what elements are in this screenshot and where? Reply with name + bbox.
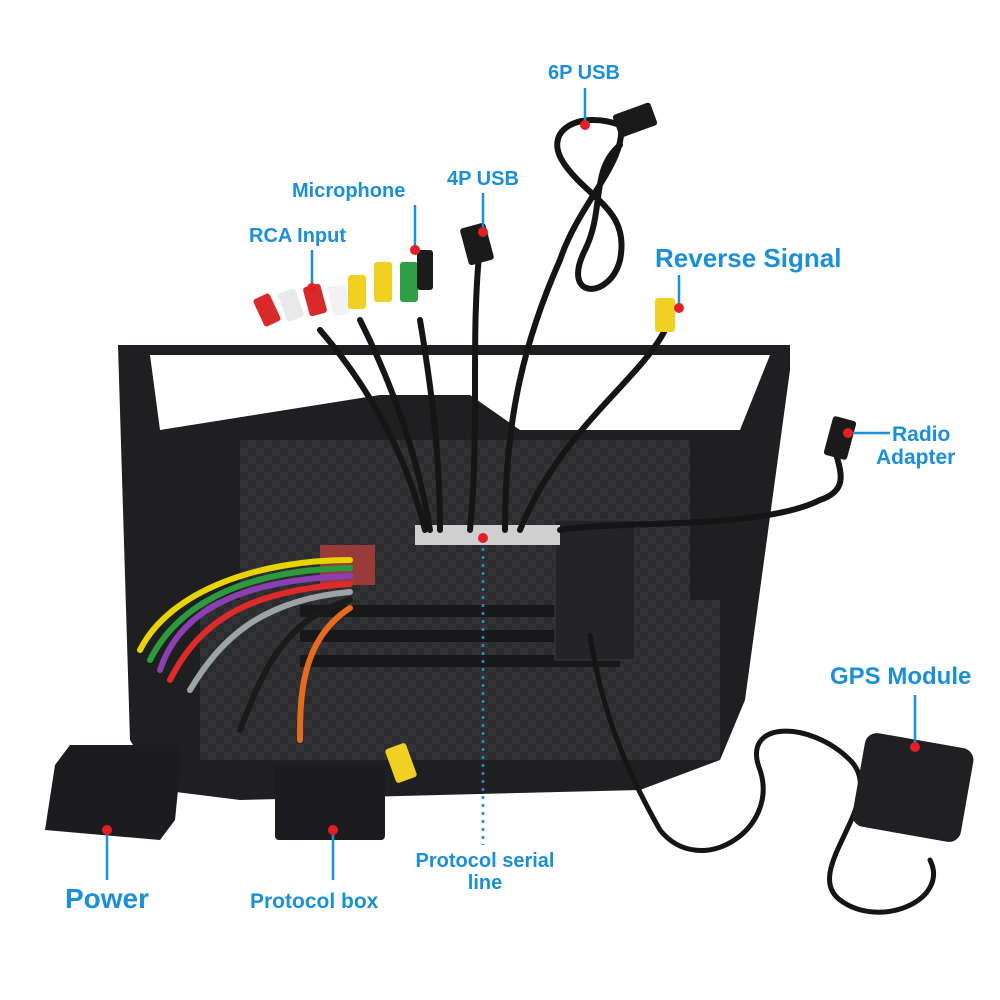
label-protocol-serial-line1: Protocol serial <box>415 850 555 872</box>
label-radio-adapter-line2: Adapter <box>876 446 956 470</box>
label-radio-adapter-line1: Radio <box>892 423 951 446</box>
rca-plugs <box>253 250 433 327</box>
marker-dots <box>102 120 920 835</box>
top-cables <box>317 117 844 533</box>
label-usb6p: 6P USB <box>548 62 620 84</box>
label-gps-module: GPS Module <box>830 663 972 690</box>
protocol-box-device <box>275 765 385 840</box>
gps-module-device <box>852 733 974 842</box>
label-microphone: Microphone <box>292 180 406 202</box>
power-connector <box>45 745 180 840</box>
radio-adapter-plug <box>823 416 857 460</box>
gps-cable <box>587 632 936 915</box>
rear-panel-lower <box>200 600 720 760</box>
vent-slots <box>300 605 620 667</box>
label-rca-input: RCA Input <box>249 225 347 247</box>
label-reverse-signal: Reverse Signal <box>655 243 842 273</box>
usb6p-cable <box>554 117 625 292</box>
wire-harness <box>137 557 353 743</box>
label-protocol-serial-line: Protocol serial line <box>405 850 565 894</box>
connector-strip <box>415 525 560 545</box>
metal-shield <box>554 519 636 661</box>
usb4p-plug <box>460 222 494 266</box>
label-protocol-serial-line2: line <box>467 872 503 894</box>
pointer-lines <box>105 88 917 880</box>
label-protocol-box: Protocol box <box>250 890 379 913</box>
label-power: Power <box>65 883 150 914</box>
reverse-rca-plug <box>655 298 675 332</box>
label-usb4p: 4P USB <box>447 168 519 190</box>
chassis-top-window <box>150 355 770 430</box>
label-radio-adapter: Radio Adapter <box>876 423 955 469</box>
usb6p-plug <box>612 102 658 138</box>
protocol-box-rca <box>385 743 417 783</box>
